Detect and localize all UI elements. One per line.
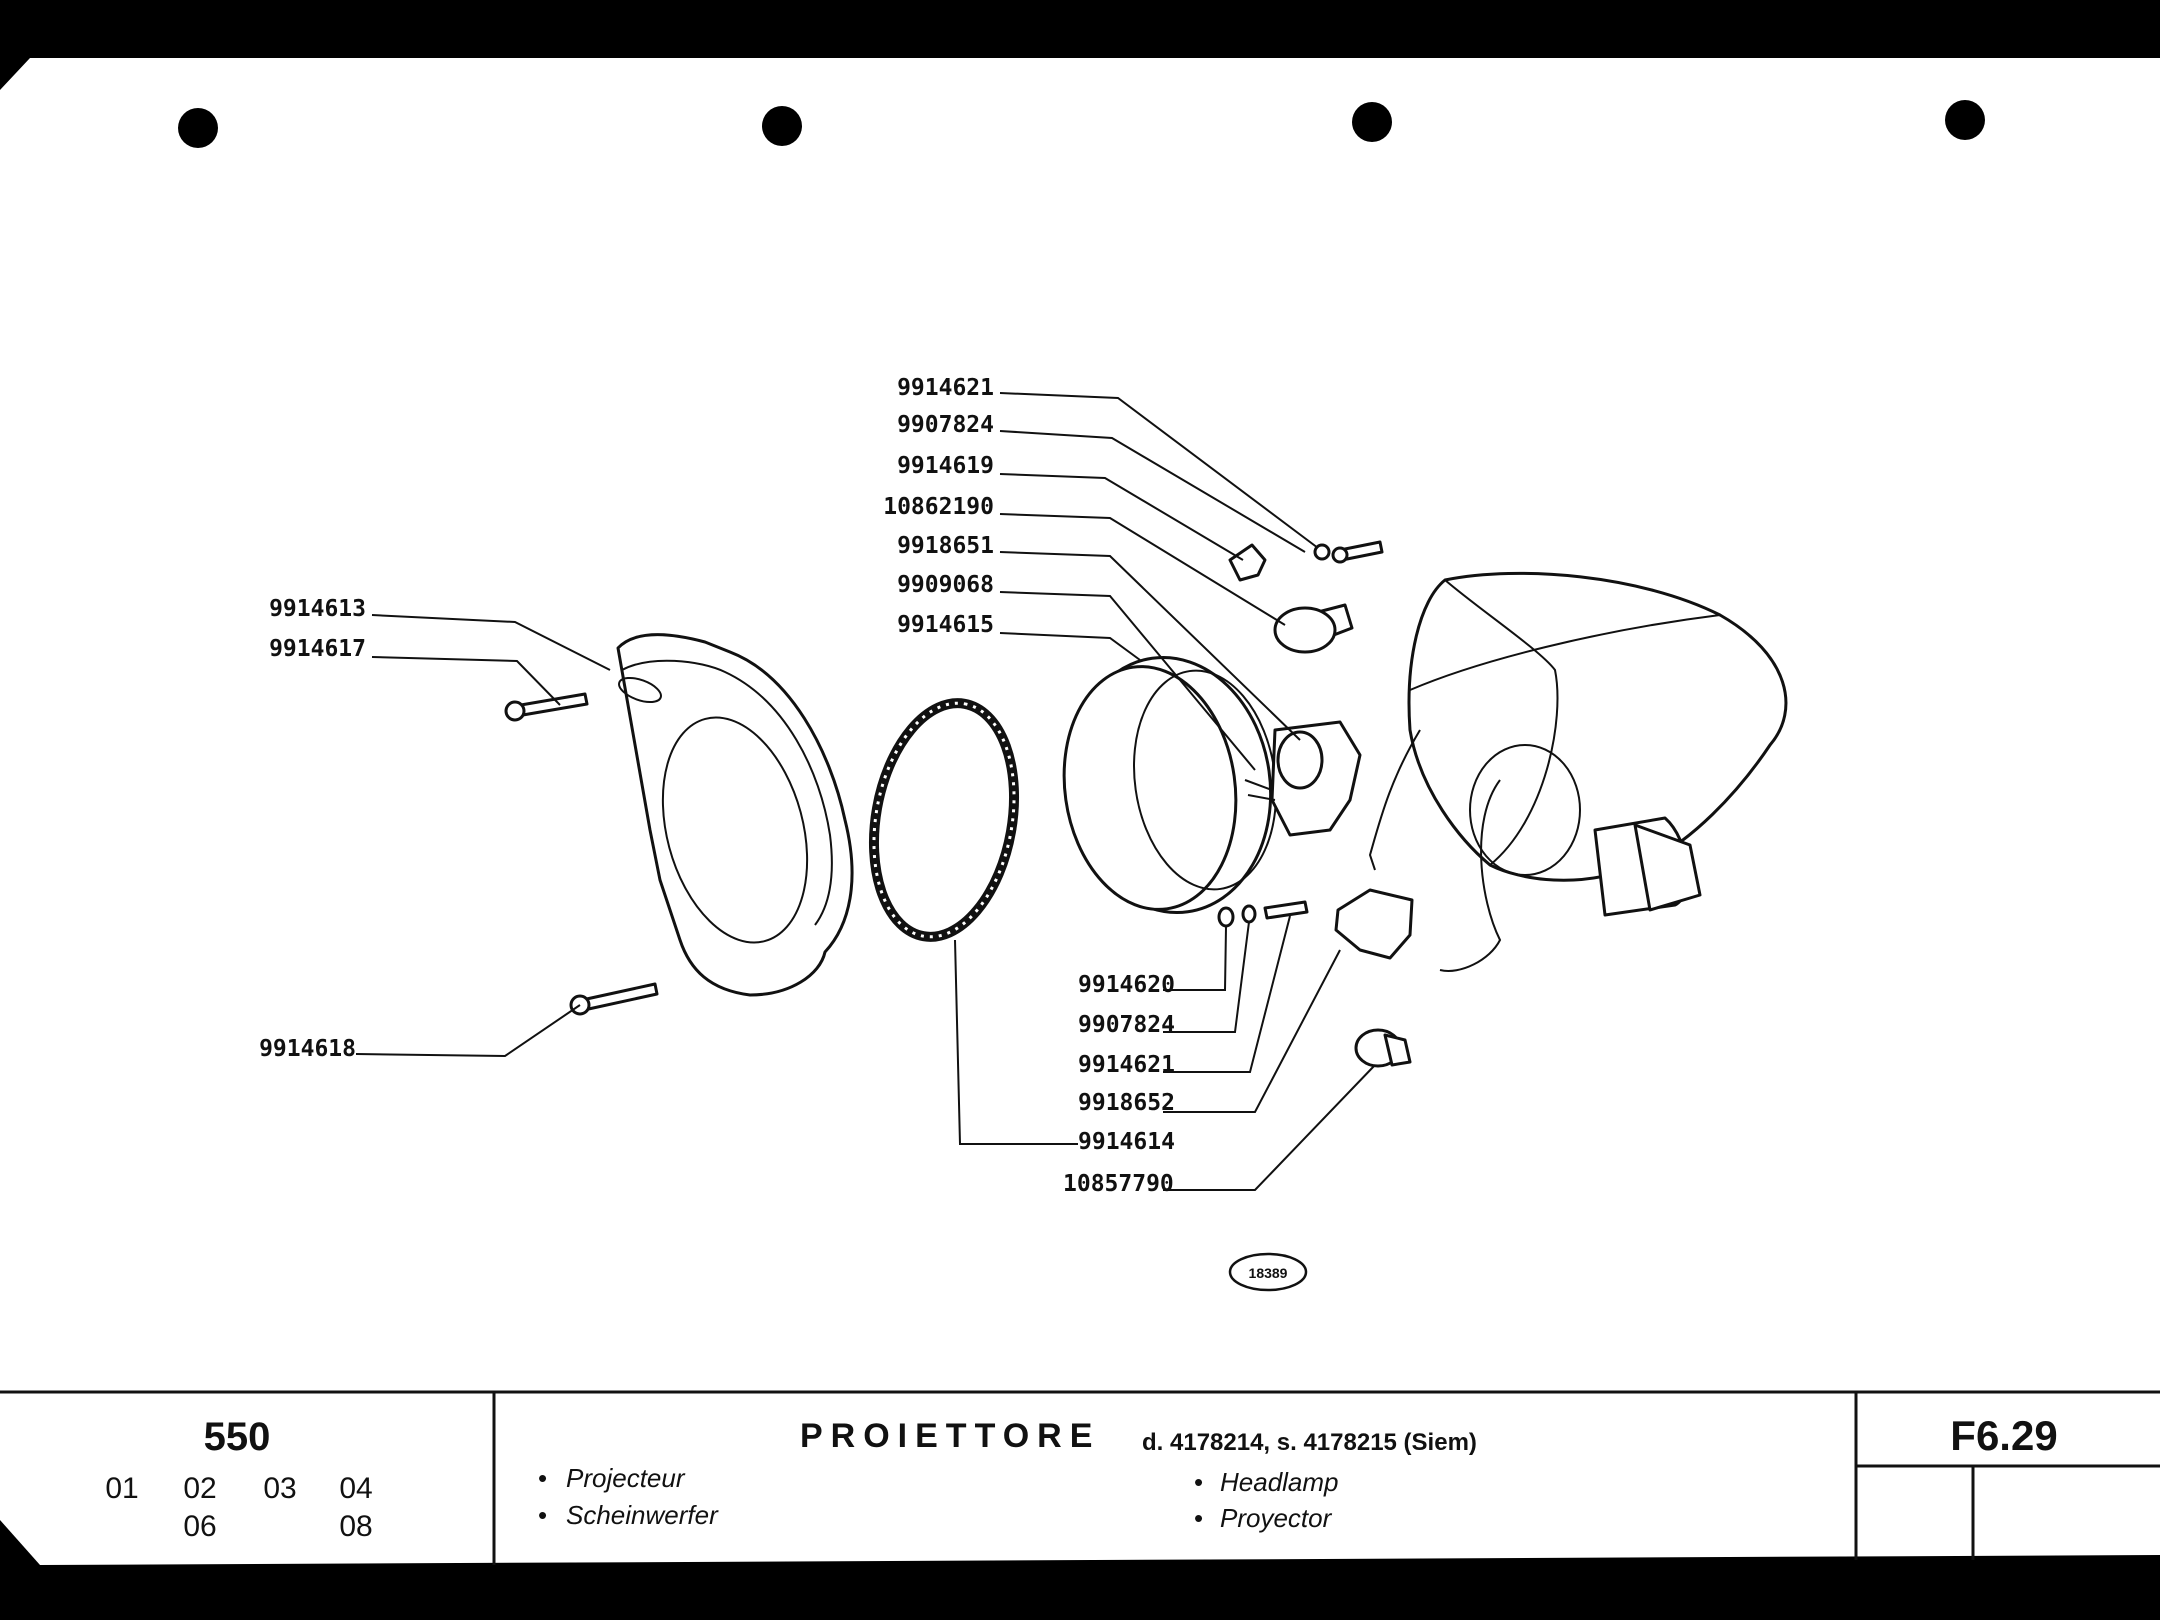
callout-label: 10862190 [883, 494, 994, 520]
variant-code: 02 [183, 1472, 216, 1505]
leader-line [999, 632, 1141, 661]
callout-label: 9918651 [897, 533, 994, 559]
rim-screw-upper-part [504, 692, 589, 722]
leader-line [999, 473, 1244, 561]
punch-hole [1945, 100, 1985, 140]
translation-en: Headlamp [1220, 1467, 1339, 1497]
punch-hole [178, 108, 218, 148]
callout-label: 9918652 [1078, 1090, 1175, 1116]
binder-holes [178, 100, 1985, 148]
title-block: 550 01 02 03 04 06 08 PROIETTORE d. 4178… [0, 1390, 2160, 1565]
parking-lamp-holder-part [1334, 888, 1414, 960]
leader-line [1163, 1064, 1376, 1191]
callout-label: 9914621 [897, 375, 994, 401]
leader-line [999, 392, 1319, 549]
bullet-de: • [538, 1500, 547, 1530]
spring-clip-part [1228, 543, 1267, 582]
callout-label: 9914619 [897, 453, 994, 479]
bullet-en: • [1194, 1467, 1203, 1497]
leader-line [1163, 921, 1250, 1033]
gasket-ring-part [868, 698, 1020, 942]
leader-line [1163, 915, 1291, 1073]
callout-label: 9914613 [269, 596, 366, 622]
callout-label: 9914620 [1078, 972, 1175, 998]
leader-line [954, 939, 1078, 1145]
main-bulb-part [1273, 603, 1354, 654]
leader-line [371, 656, 561, 706]
callout-label: 10857790 [1063, 1171, 1174, 1197]
callout-label: 9914621 [1078, 1052, 1175, 1078]
title-detail: d. 4178214, s. 4178215 (Siem) [1142, 1429, 1477, 1456]
bullet-fr: • [538, 1463, 547, 1493]
variant-code: 06 [183, 1510, 216, 1543]
variant-code: 03 [263, 1472, 296, 1505]
figure-number-oval [1228, 1252, 1308, 1292]
model-number: 550 [204, 1415, 271, 1459]
parking-bulb-part [1354, 1028, 1412, 1068]
callout-label: 9914617 [269, 636, 366, 662]
bulb-holder-part [1244, 720, 1362, 837]
leader-line [371, 614, 611, 671]
leader-line [1163, 949, 1341, 1113]
leader-line [1163, 926, 1227, 991]
translation-es: Proyector [1220, 1503, 1333, 1533]
translation-de: Scheinwerfer [566, 1500, 719, 1530]
leader-line [999, 551, 1301, 741]
callout-label: 9914614 [1078, 1129, 1175, 1155]
leader-line [999, 430, 1306, 553]
punch-hole [762, 106, 802, 146]
callout-label: 9909068 [897, 572, 994, 598]
punch-hole [1352, 102, 1392, 142]
variant-codes: 01 02 03 04 06 08 [105, 1472, 372, 1543]
callout-label: 9907824 [1078, 1012, 1175, 1038]
translation-fr: Projecteur [566, 1463, 686, 1493]
figure-number: 18389 [1249, 1265, 1288, 1281]
top-fixing-part [1313, 540, 1384, 564]
callout-label: 9907824 [897, 412, 994, 438]
callout-label: 9914618 [259, 1036, 356, 1062]
light-unit-part [1062, 655, 1277, 915]
leader-line [999, 591, 1256, 771]
sheet-code: F6.29 [1950, 1412, 2057, 1459]
callout-label: 9914615 [897, 612, 994, 638]
leader-lines [355, 392, 1376, 1191]
leader-line [999, 513, 1286, 626]
variant-code: 04 [339, 1472, 372, 1505]
leader-line [355, 1004, 581, 1058]
bullet-es: • [1194, 1503, 1203, 1533]
part-number-callouts: 9914621 9907824 9914619 10862190 9918651… [259, 375, 1175, 1197]
variant-code: 08 [339, 1510, 372, 1543]
headlamp-housing-part [1368, 571, 1788, 972]
headlamp-rim-part [616, 633, 854, 997]
variant-code: 01 [105, 1472, 138, 1505]
title-main: PROIETTORE [800, 1417, 1100, 1455]
